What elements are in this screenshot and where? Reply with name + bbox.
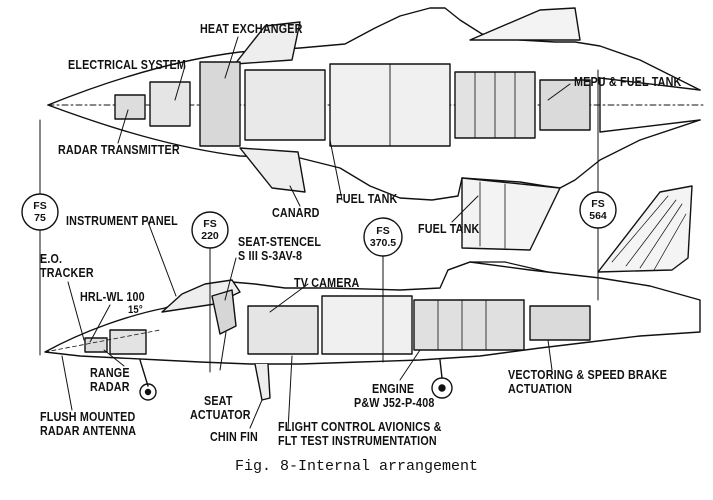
callout-range-radar-line1: RANGE — [90, 366, 130, 380]
side-seat — [211, 289, 237, 335]
callout-fuel-tank-upper: FUEL TANK — [336, 192, 398, 206]
plan-wing-lower — [461, 177, 561, 251]
plan-canard-lower — [239, 147, 306, 193]
callout-eo-tracker-line2: TRACKER — [40, 266, 94, 280]
figure-caption: Fig. 8-Internal arrangement — [234, 458, 479, 475]
side-main-wheel — [431, 377, 453, 399]
station-prefix: FS — [591, 198, 605, 210]
side-fuel-tank — [321, 295, 413, 355]
station-fs-370-5: FS 370.5 — [370, 225, 396, 249]
callout-flight-control-line2: FLT TEST INSTRUMENTATION — [278, 434, 437, 448]
side-nose-gear-strut — [139, 359, 149, 387]
fs-564-circle — [579, 191, 617, 229]
callout-electrical-system: ELECTRICAL SYSTEM — [68, 58, 187, 72]
station-lines — [39, 69, 599, 373]
side-vectoring-actuator — [529, 305, 591, 341]
callout-range-radar-line2: RADAR — [90, 380, 130, 394]
plan-outline-lower — [47, 104, 701, 201]
callout-seat-stencel-line2: S III S-3AV-8 — [238, 249, 303, 263]
plan-leaders — [117, 36, 571, 223]
side-outline — [44, 261, 701, 365]
side-chin-fin — [254, 363, 271, 401]
vertical-tail — [597, 185, 693, 273]
fs-220-circle — [191, 211, 229, 249]
plan-nozzle — [599, 77, 701, 133]
station-value: 220 — [201, 230, 219, 242]
side-main-gear-strut — [439, 359, 443, 379]
callout-seat-stencel-line1: SEAT-STENCEL — [238, 235, 322, 249]
callout-tv-camera: TV CAMERA — [294, 276, 360, 290]
side-dorsal-fin — [447, 261, 549, 273]
station-fs-220: FS 220 — [201, 218, 219, 242]
plan-equipment-bay — [244, 69, 326, 141]
callout-flush-radar-line2: RADAR ANTENNA — [40, 424, 137, 438]
callout-flush-radar-line1: FLUSH MOUNTED — [40, 410, 136, 424]
station-markers — [21, 191, 617, 257]
callout-instrument-panel: INSTRUMENT PANEL — [66, 214, 178, 228]
callout-angle: 15° — [128, 304, 143, 316]
side-flight-control-bay — [247, 305, 319, 355]
callout-heat-exchanger: HEAT EXCHANGER — [200, 22, 303, 36]
station-value: 370.5 — [369, 237, 397, 249]
station-fs-564: FS 564 — [589, 198, 607, 222]
callout-mepu-fuel-tank: MEPU & FUEL TANK — [574, 75, 682, 89]
callout-chin-fin: CHIN FIN — [210, 430, 258, 444]
plan-canard-upper — [234, 21, 301, 65]
callout-fuel-tank-lower: FUEL TANK — [418, 222, 480, 236]
plan-wing-upper — [469, 7, 581, 41]
callout-vectoring-line2: ACTUATION — [508, 382, 573, 396]
side-leaders — [61, 221, 553, 431]
side-nose-wheel — [139, 383, 157, 401]
callout-eo-tracker-line1: E.O. — [40, 252, 63, 266]
callout-vectoring-line1: VECTORING & SPEED BRAKE — [508, 368, 668, 382]
callout-radar-transmitter: RADAR TRANSMITTER — [58, 143, 180, 157]
fs-370-circle — [363, 217, 403, 257]
plan-mepu — [539, 79, 591, 131]
plan-heat-exchanger — [199, 61, 241, 147]
callout-seat-actuator-line2: ACTUATOR — [190, 408, 251, 422]
plan-electrical-system — [149, 81, 191, 127]
callout-engine-line1: ENGINE — [372, 382, 415, 396]
plan-view — [47, 7, 706, 251]
station-prefix: FS — [376, 225, 390, 237]
station-value: 75 — [34, 212, 46, 224]
callout-hrl-wl: HRL-WL 100 — [80, 290, 145, 304]
plan-radar-transmitter — [114, 94, 146, 120]
side-hrl-line — [44, 329, 161, 353]
side-avionics-bay — [109, 329, 147, 355]
side-engine — [413, 299, 525, 351]
station-prefix: FS — [33, 200, 47, 212]
callout-flight-control-line1: FLIGHT CONTROL AVIONICS & — [278, 420, 442, 434]
station-fs-75: FS 75 — [33, 200, 46, 224]
callout-seat-actuator-line1: SEAT — [204, 394, 233, 408]
side-view — [44, 261, 701, 401]
station-value: 564 — [589, 210, 607, 222]
station-prefix: FS — [203, 218, 217, 230]
callout-engine-line2: P&W J52-P-408 — [354, 396, 435, 410]
fs-75-circle — [21, 193, 59, 231]
callout-canard: CANARD — [272, 206, 320, 220]
